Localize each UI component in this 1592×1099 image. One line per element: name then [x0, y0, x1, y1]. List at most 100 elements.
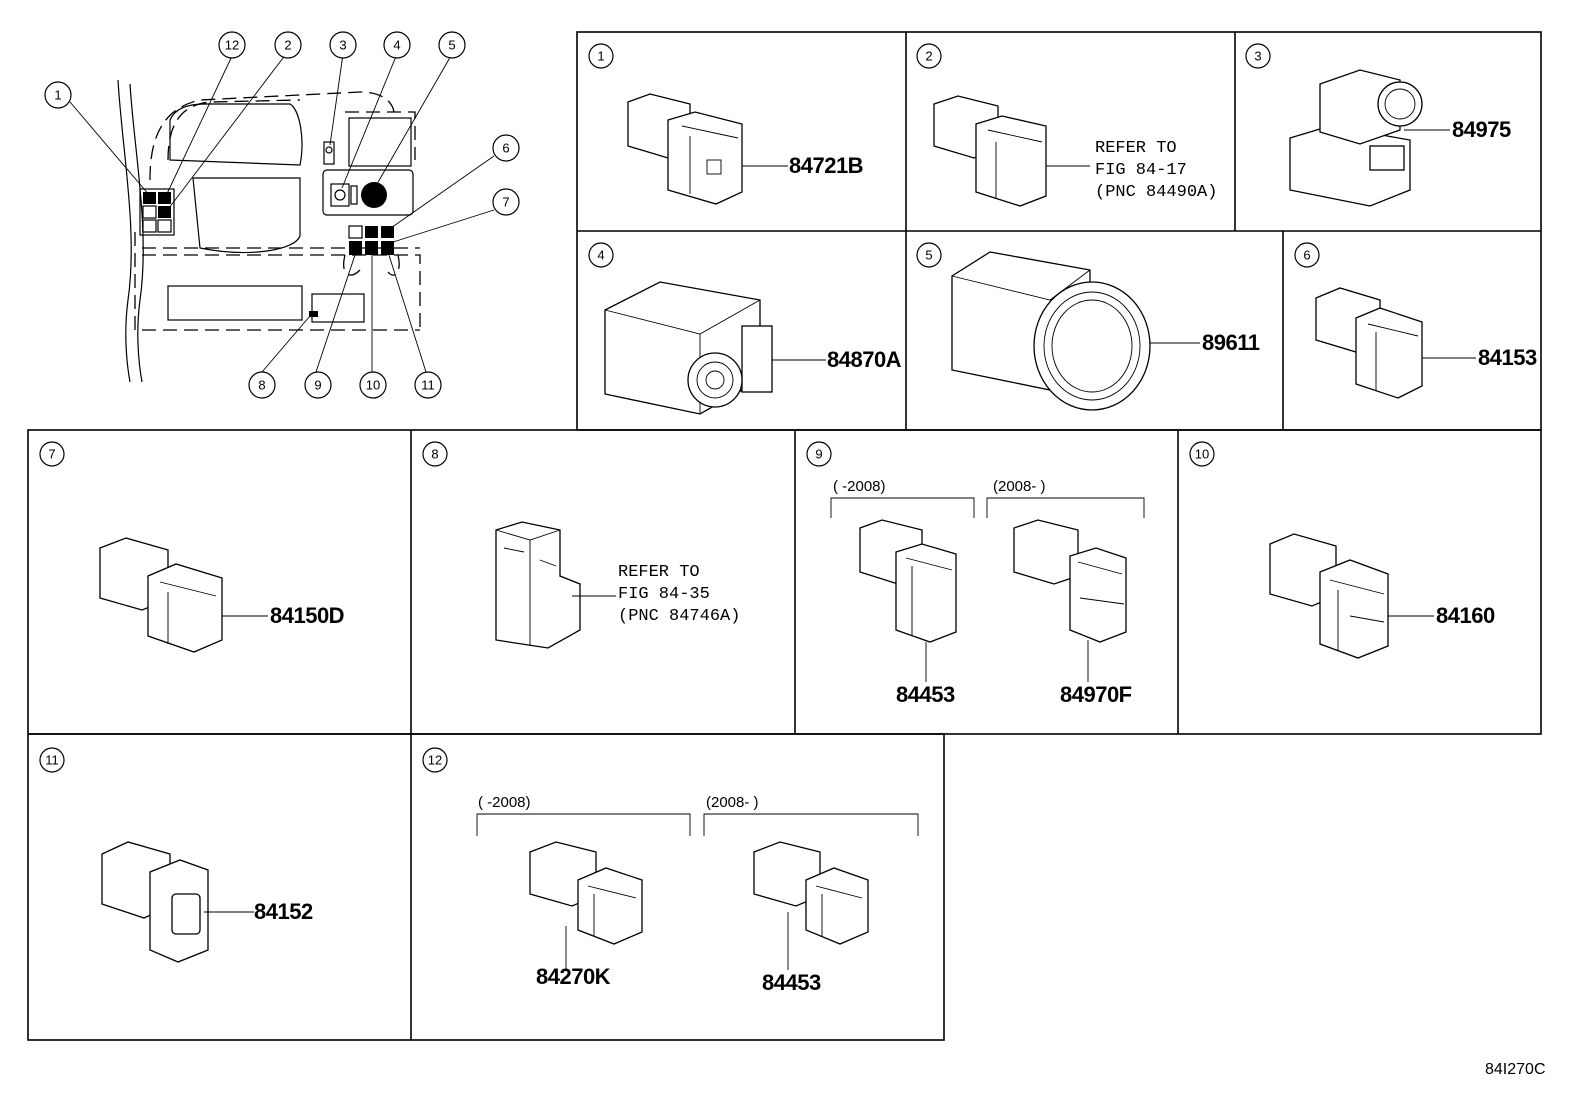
svg-text:12: 12 [428, 753, 442, 768]
callout-5[interactable]: 5 [438, 31, 466, 59]
panel-4: 4 84870A [588, 242, 902, 415]
svg-text:11: 11 [45, 753, 59, 768]
switch-84721B-drawing [627, 93, 743, 205]
svg-text:12: 12 [225, 38, 239, 53]
connector-84746A-drawing [495, 521, 581, 649]
dashboard-overview: 1 12 2 3 4 5 6 7 8 9 10 11 [44, 31, 520, 399]
svg-text:5: 5 [448, 38, 455, 53]
switch-84975-drawing [1289, 69, 1423, 207]
callout-1[interactable]: 1 [44, 81, 72, 109]
switch-parking-sensor-drawing [933, 95, 1047, 207]
callout-8[interactable]: 8 [248, 371, 276, 399]
callout-9[interactable]: 9 [304, 371, 332, 399]
callout-11[interactable]: 11 [414, 371, 442, 399]
svg-text:2: 2 [284, 38, 291, 53]
callout-7[interactable]: 7 [492, 188, 520, 216]
part-number-84970F[interactable]: 84970F [1060, 682, 1132, 707]
panel-4-number: 4 [588, 242, 614, 268]
switch-84453-drawing [859, 519, 957, 643]
callout-4[interactable]: 4 [383, 31, 411, 59]
panel-5-number: 5 [916, 242, 942, 268]
part-number-84453[interactable]: 84453 [762, 970, 821, 995]
part-number-84870A[interactable]: 84870A [827, 347, 902, 372]
callout-10[interactable]: 10 [359, 371, 387, 399]
svg-text:9: 9 [815, 447, 822, 462]
panel-11-number: 11 [39, 747, 65, 773]
svg-text:1: 1 [54, 88, 61, 103]
panel-8: 8 REFER TO FIG 84-35 (PNC 84746A) [422, 441, 740, 649]
refer-line-1: REFER TO [1095, 139, 1177, 158]
callout-2[interactable]: 2 [274, 31, 302, 59]
part-number-84160[interactable]: 84160 [1436, 603, 1495, 628]
svg-text:10: 10 [1195, 447, 1209, 462]
part-number-84152[interactable]: 84152 [254, 899, 313, 924]
panel-1: 1 84721B [588, 43, 864, 205]
panel-11: 11 84152 [39, 747, 313, 963]
panel-3: 3 84975 [1245, 43, 1511, 207]
panel-7: 7 84150D [39, 441, 345, 653]
panel-2-number: 2 [916, 43, 942, 69]
switch-84150D-drawing [99, 537, 223, 653]
part-number-84150D[interactable]: 84150D [270, 603, 345, 628]
svg-text:7: 7 [48, 447, 55, 462]
callout-3[interactable]: 3 [329, 31, 357, 59]
panel-6-number: 6 [1294, 242, 1320, 268]
panel-7-number: 7 [39, 441, 65, 467]
svg-text:11: 11 [421, 378, 435, 393]
part-number-84153[interactable]: 84153 [1478, 345, 1537, 370]
svg-text:8: 8 [431, 447, 438, 462]
refer-line-2[interactable]: FIG 84-17 [1095, 161, 1187, 180]
panel-9: 9 ( -2008) (2008- ) 84453 84970F [806, 441, 1145, 707]
refer-line-1: REFER TO [618, 563, 700, 582]
svg-text:2: 2 [925, 49, 932, 64]
part-number-84975[interactable]: 84975 [1452, 117, 1511, 142]
switch-84453-drawing [753, 841, 869, 945]
part-number-84270K[interactable]: 84270K [536, 964, 611, 989]
svg-text:5: 5 [925, 248, 932, 263]
callout-6[interactable]: 6 [492, 134, 520, 162]
panel-1-number: 1 [588, 43, 614, 69]
svg-text:3: 3 [339, 38, 346, 53]
switch-84870A-drawing [604, 281, 773, 415]
switch-84970F-drawing [1013, 519, 1127, 643]
svg-text:4: 4 [393, 38, 400, 53]
svg-text:7: 7 [502, 195, 509, 210]
refer-line-3: (PNC 84746A) [618, 607, 740, 626]
svg-text:9: 9 [314, 378, 321, 393]
svg-text:3: 3 [1254, 49, 1261, 64]
part-number-89611[interactable]: 89611 [1202, 330, 1260, 355]
panel-10-number: 10 [1189, 441, 1215, 467]
year-range-late: (2008- ) [706, 794, 759, 811]
year-range-late: (2008- ) [993, 478, 1046, 495]
panel-9-number: 9 [806, 441, 832, 467]
year-range-early: ( -2008) [478, 794, 531, 811]
part-number-84721B[interactable]: 84721B [789, 153, 864, 178]
panel-12-number: 12 [422, 747, 448, 773]
switch-84270K-drawing [529, 841, 643, 945]
panel-3-number: 3 [1245, 43, 1271, 69]
svg-text:6: 6 [502, 141, 509, 156]
svg-text:1: 1 [597, 49, 604, 64]
svg-text:8: 8 [258, 378, 265, 393]
panel-6: 6 84153 [1294, 242, 1537, 399]
svg-text:6: 6 [1303, 248, 1310, 263]
figure-code: 84I270C [1485, 1061, 1546, 1078]
refer-line-2[interactable]: FIG 84-35 [618, 585, 710, 604]
panel-grid [27, 31, 1542, 1041]
switch-84153-drawing [1315, 287, 1423, 399]
start-stop-button-drawing [951, 251, 1151, 411]
panel-2: 2 REFER TO FIG 84-17 (PNC 84490A) [916, 43, 1217, 207]
year-range-early: ( -2008) [833, 478, 886, 495]
panel-10: 10 84160 [1189, 441, 1495, 659]
refer-line-3: (PNC 84490A) [1095, 183, 1217, 202]
svg-text:10: 10 [366, 378, 380, 393]
switch-84152-drawing [101, 841, 209, 963]
panel-12: 12 ( -2008) (2008- ) 84270K 84453 [422, 747, 919, 995]
part-number-84453[interactable]: 84453 [896, 682, 955, 707]
panel-5: 5 89611 [916, 242, 1260, 411]
callout-12[interactable]: 12 [218, 31, 246, 59]
panel-8-number: 8 [422, 441, 448, 467]
switch-84160-drawing [1269, 533, 1389, 659]
svg-text:4: 4 [597, 248, 604, 263]
